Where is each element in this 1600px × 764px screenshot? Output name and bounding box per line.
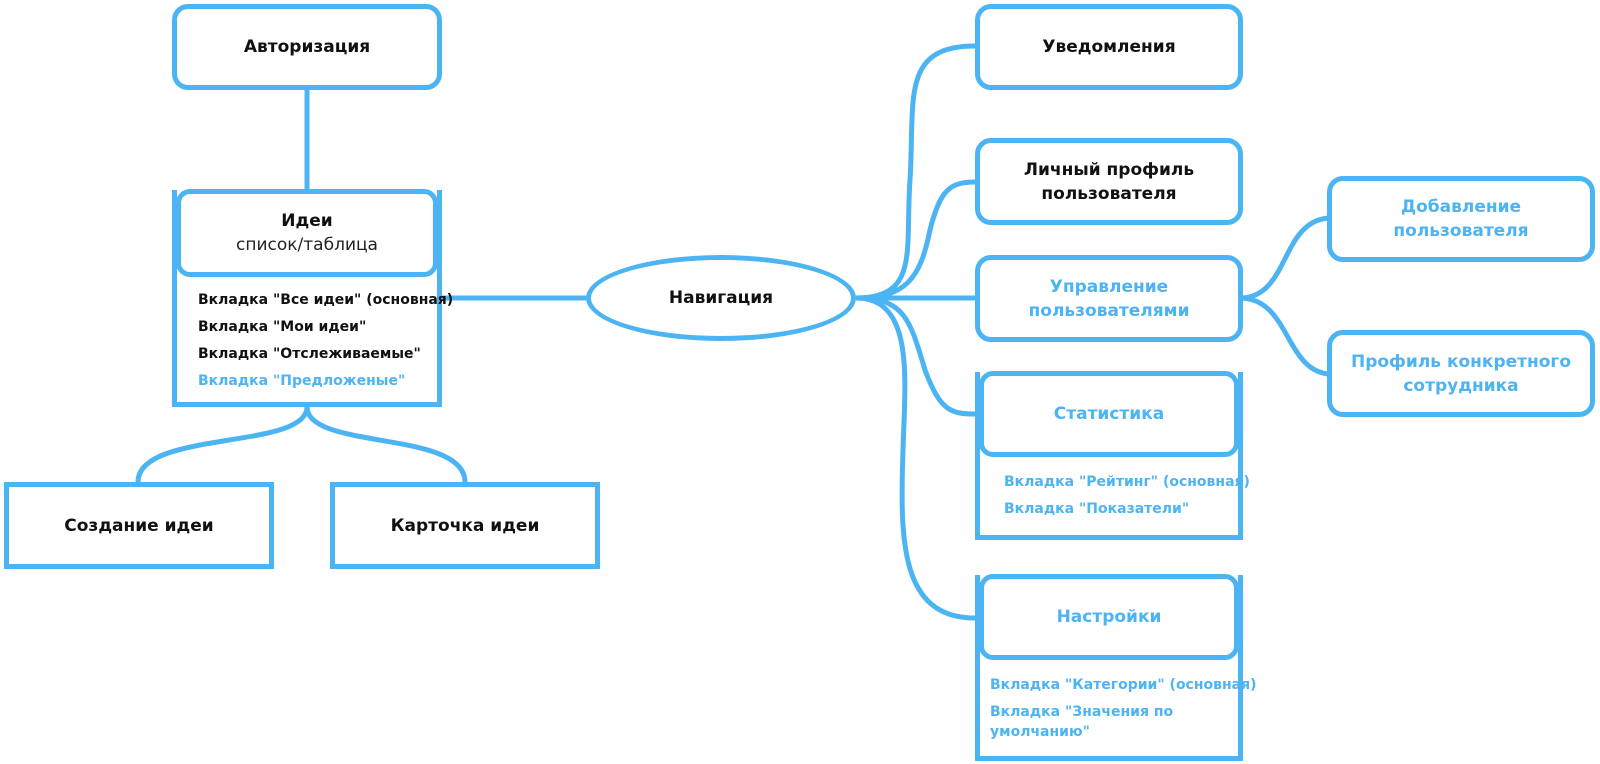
ideas-tab-suggested[interactable]: Вкладка "Предложеные" xyxy=(198,373,406,389)
ideas-group: Идеи список/таблица Вкладка "Все идеи" (… xyxy=(172,189,453,407)
notifications-label: Уведомления xyxy=(1042,37,1176,57)
ideas-tab-mine[interactable]: Вкладка "Мои идеи" xyxy=(198,319,367,335)
notifications-node[interactable]: Уведомления xyxy=(975,4,1243,90)
settings-tab-categories[interactable]: Вкладка "Категории" (основная) xyxy=(990,677,1257,693)
employee-profile-node[interactable]: Профиль конкретного сотрудника xyxy=(1327,330,1595,417)
auth-label: Авторизация xyxy=(243,37,371,57)
users-management-label-line1: Управление xyxy=(1049,276,1169,297)
settings-label: Настройки xyxy=(1056,607,1162,627)
statistics-group: Статистика Вкладка "Рейтинг" (основная) … xyxy=(975,371,1250,540)
create-idea-node[interactable]: Создание идеи xyxy=(4,482,274,569)
profile-node[interactable]: Личный профиль пользователя xyxy=(975,138,1243,225)
profile-label-line2: пользователя xyxy=(1041,183,1177,204)
add-user-node[interactable]: Добавление пользователя xyxy=(1327,176,1595,262)
settings-tab-defaults[interactable]: Вкладка "Значения по умолчанию" xyxy=(990,704,1174,740)
users-management-label-line2: пользователями xyxy=(1028,300,1190,321)
ideas-tab-watched[interactable]: Вкладка "Отслеживаемые" xyxy=(198,346,421,362)
auth-node[interactable]: Авторизация xyxy=(172,4,442,90)
ideas-tab-all[interactable]: Вкладка "Все идеи" (основная) xyxy=(198,292,454,308)
employee-profile-label-line2: сотрудника xyxy=(1403,375,1519,396)
add-user-label-line1: Добавление xyxy=(1400,197,1522,217)
navigation-node[interactable]: Навигация xyxy=(586,255,856,341)
settings-group: Настройки Вкладка "Категории" (основная)… xyxy=(975,574,1257,761)
idea-card-label: Карточка идеи xyxy=(390,515,540,536)
profile-label-line1: Личный профиль xyxy=(1023,159,1195,180)
navigation-label: Навигация xyxy=(668,288,774,308)
settings-node[interactable]: Настройки xyxy=(979,574,1239,660)
ideas-node[interactable]: Идеи список/таблица xyxy=(176,189,438,277)
statistics-label: Статистика xyxy=(1053,404,1165,424)
ideas-subtitle: список/таблица xyxy=(236,235,378,255)
users-management-node[interactable]: Управление пользователями xyxy=(975,255,1243,342)
employee-profile-label-line1: Профиль конкретного xyxy=(1350,351,1571,372)
statistics-tab-rating[interactable]: Вкладка "Рейтинг" (основная) xyxy=(1004,474,1250,490)
statistics-node[interactable]: Статистика xyxy=(979,371,1239,457)
statistics-tab-metrics[interactable]: Вкладка "Показатели" xyxy=(1004,501,1190,517)
create-idea-label: Создание идеи xyxy=(64,515,214,536)
idea-card-node[interactable]: Карточка идеи xyxy=(330,482,600,569)
ideas-title: Идеи xyxy=(281,211,333,231)
add-user-label-line2: пользователя xyxy=(1393,221,1529,241)
